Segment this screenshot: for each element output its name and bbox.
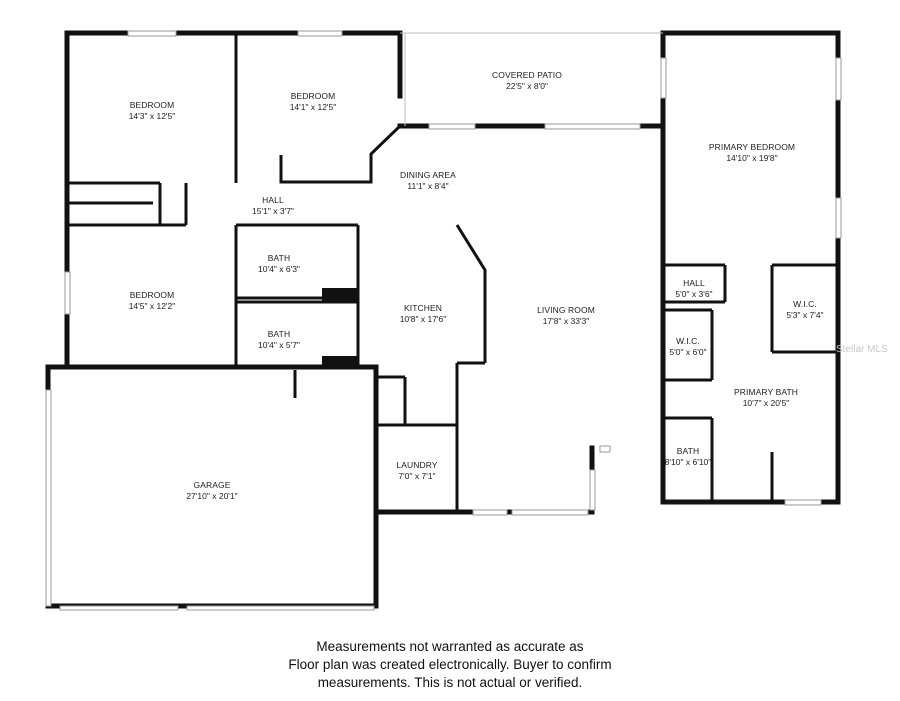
room-label: HALL 5'0" x 3'6" <box>675 278 712 300</box>
room-label: PRIMARY BATH 10'7" x 20'5" <box>734 387 798 409</box>
room-label: BEDROOM 14'1" x 12'5" <box>290 91 337 113</box>
room-dimensions: 14'10" x 19'8" <box>726 153 778 163</box>
room-dimensions: 5'0" x 6'0" <box>669 347 707 357</box>
room-dimensions: 5'0" x 3'6" <box>675 289 713 299</box>
windows <box>45 30 842 611</box>
room-dimensions: 10'7" x 20'5" <box>742 398 790 408</box>
room-dimensions: 10'8" x 17'6" <box>399 314 447 324</box>
disclaimer-line: Floor plan was created electronically. B… <box>288 657 612 672</box>
floor-plan <box>45 30 842 611</box>
room-name: LIVING ROOM <box>537 305 595 315</box>
room-label: KITCHEN 10'8" x 17'6" <box>400 303 447 325</box>
room-label: BEDROOM 14'5" x 12'2" <box>129 290 176 312</box>
room-label: LIVING ROOM 17'8" x 33'3" <box>537 305 595 327</box>
room-name: HALL <box>262 195 284 205</box>
room-dimensions: 7'0" x 7'1" <box>398 471 436 481</box>
room-name: KITCHEN <box>403 303 442 313</box>
room-dimensions: 10'4" x 6'3" <box>258 264 300 274</box>
room-dimensions: 14'3" x 12'5" <box>128 111 176 121</box>
room-label: LAUNDRY 7'0" x 7'1" <box>396 460 437 482</box>
room-name: BATH <box>267 253 291 263</box>
room-label: BEDROOM 14'3" x 12'5" <box>129 100 176 122</box>
room-name: BEDROOM <box>129 290 175 300</box>
room-dimensions: 11'1" x 8'4" <box>407 181 449 191</box>
room-name: BEDROOM <box>290 91 336 101</box>
disclaimer-text: Measurements not warranted as accurate a… <box>0 638 900 692</box>
room-label: PRIMARY BEDROOM 14'10" x 19'8" <box>709 142 795 164</box>
room-name: PRIMARY BEDROOM <box>708 142 796 152</box>
interior-walls <box>67 33 838 512</box>
room-dimensions: 15'1" x 3'7" <box>252 206 294 216</box>
room-label: COVERED PATIO 22'5" x 8'0" <box>492 70 562 92</box>
room-name: DINING AREA <box>400 170 456 180</box>
room-name: BEDROOM <box>129 100 175 110</box>
room-name: GARAGE <box>193 480 231 490</box>
room-dimensions: 14'5" x 12'2" <box>128 301 176 311</box>
room-label: HALL 15'1" x 3'7" <box>252 195 294 217</box>
room-name: BATH <box>676 446 700 456</box>
room-label: W.I.C. 5'3" x 7'4" <box>786 299 823 321</box>
room-dimensions: 8'10" x 6'10" <box>664 457 712 467</box>
watermark-logo: Stellar MLS <box>836 344 888 355</box>
room-dimensions: 14'1" x 12'5" <box>289 102 337 112</box>
room-name: W.I.C. <box>793 299 817 309</box>
patio-outline <box>400 32 663 126</box>
room-name: COVERED PATIO <box>492 70 562 80</box>
room-dimensions: 22'5" x 8'0" <box>506 81 548 91</box>
room-label: BATH 10'4" x 5'7" <box>258 329 300 351</box>
room-name: HALL <box>683 278 705 288</box>
disclaimer-line: measurements. This is not actual or veri… <box>317 675 583 690</box>
room-name: LAUNDRY <box>396 460 438 470</box>
room-name: PRIMARY BATH <box>733 387 799 397</box>
room-label: GARAGE 27'10" x 20'1" <box>186 480 237 502</box>
room-dimensions: 5'3" x 7'4" <box>786 310 824 320</box>
disclaimer-line: Measurements not warranted as accurate a… <box>316 639 584 654</box>
room-name: BATH <box>267 329 291 339</box>
room-dimensions: 10'4" x 5'7" <box>258 340 300 350</box>
room-label: BATH 8'10" x 6'10" <box>665 446 712 468</box>
room-name: W.I.C. <box>676 336 700 346</box>
solid-fixtures <box>322 288 357 367</box>
room-label: DINING AREA 11'1" x 8'4" <box>400 170 456 192</box>
room-label: BATH 10'4" x 6'3" <box>258 253 300 275</box>
room-dimensions: 17'8" x 33'3" <box>542 316 590 326</box>
room-dimensions: 27'10" x 20'1" <box>186 491 238 501</box>
room-label: W.I.C. 5'0" x 6'0" <box>669 336 706 358</box>
